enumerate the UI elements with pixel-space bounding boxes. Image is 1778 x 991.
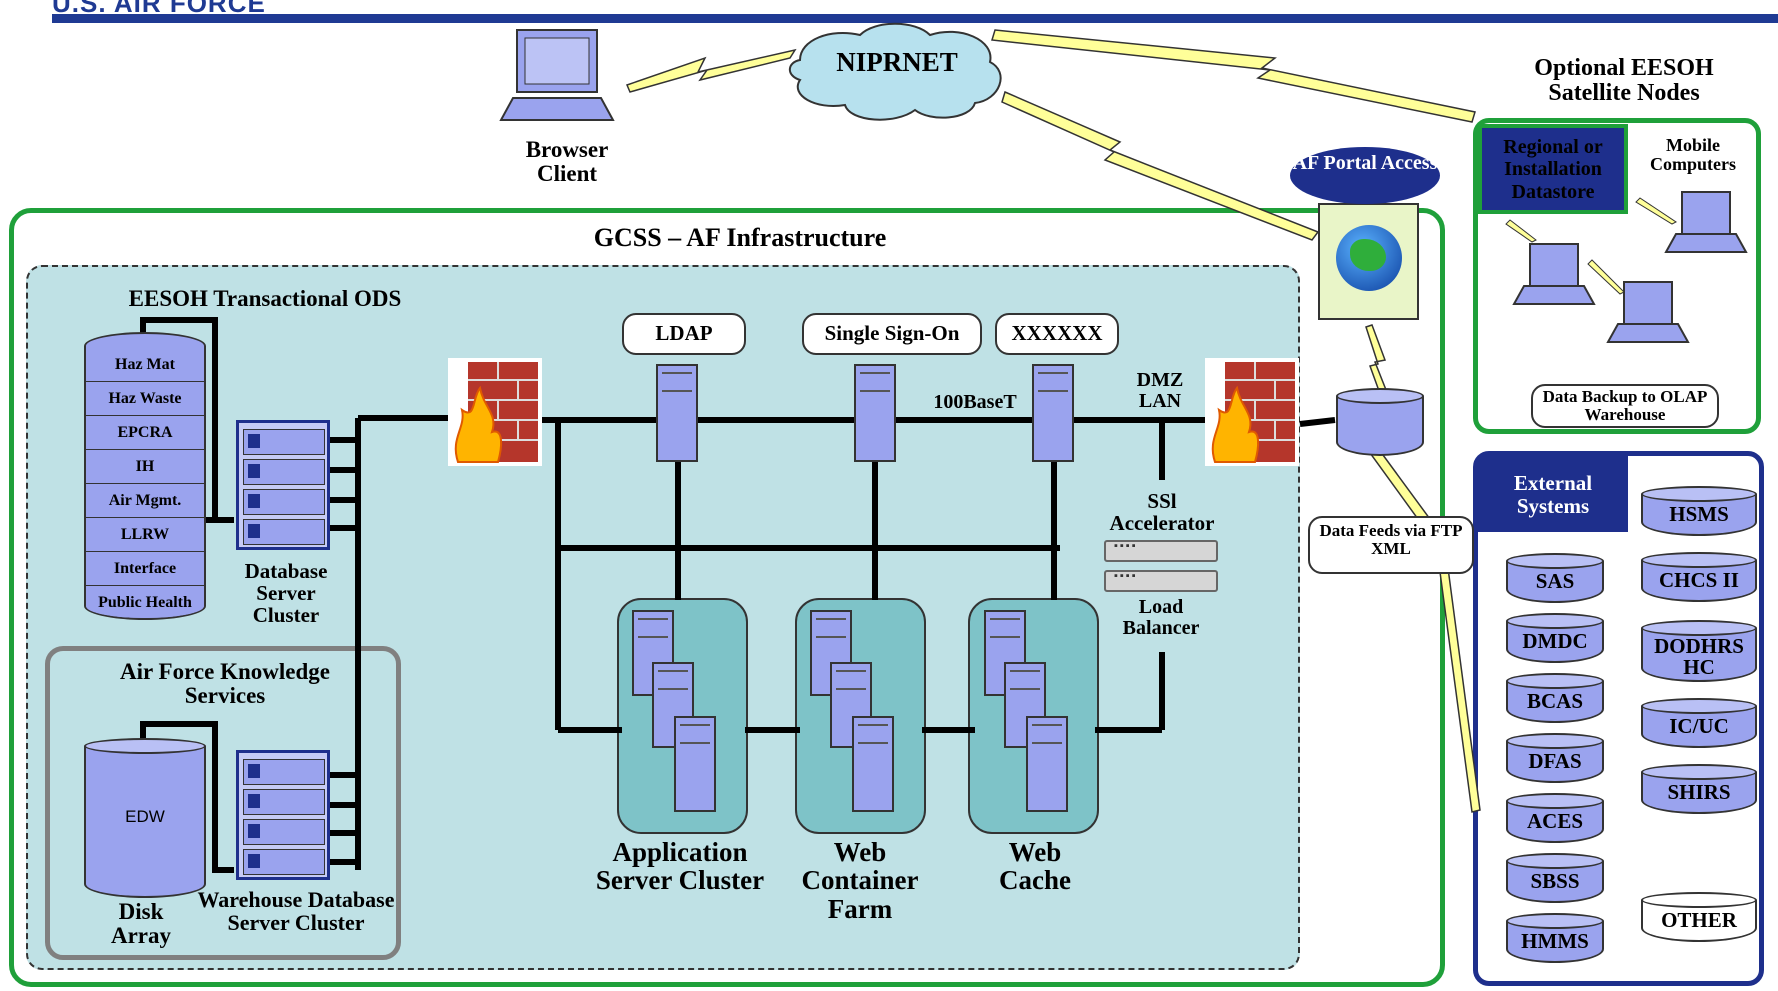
edw-label: EDW: [125, 807, 165, 826]
external-system-label: DFAS: [1528, 749, 1582, 773]
external-system-cylinder: SBSS: [1506, 853, 1604, 903]
eesoh-ods-title: EESOH Transactional ODS: [128, 286, 402, 311]
dmz-database-cylinder: [1336, 388, 1424, 456]
external-system-cylinder: OTHER: [1641, 892, 1757, 942]
satellite-nodes-frame: [1473, 118, 1761, 434]
web-container-server-icon: [852, 716, 894, 812]
external-system-cylinder: SHIRS: [1641, 764, 1757, 814]
regional-datastore-box: Regional or Installation Datastore: [1478, 124, 1628, 214]
external-system-label: HSMS: [1669, 502, 1729, 526]
dmz-lan-label: DMZ LAN: [1136, 369, 1184, 412]
web-container-farm-label: Web Container Farm: [801, 837, 919, 924]
external-system-cylinder: CHCS II: [1641, 552, 1757, 602]
external-system-label: BCAS: [1526, 689, 1584, 713]
external-system-cylinder: HMMS: [1506, 913, 1604, 963]
laptop-icon: [499, 29, 615, 121]
browser-client-label: Browser Client: [525, 137, 609, 187]
load-balancer-device: [1104, 570, 1218, 592]
ssl-accelerator-device: [1104, 540, 1218, 562]
external-systems-frame: [1473, 451, 1764, 986]
data-feeds-pill: Data Feeds via FTP XML: [1308, 516, 1474, 574]
external-system-cylinder: DMDC: [1506, 613, 1604, 663]
dmz-server-icon: [1032, 364, 1074, 462]
external-system-cylinder: BCAS: [1506, 673, 1604, 723]
external-system-cylinder: DODHRS HC: [1641, 620, 1757, 682]
sso-pill: Single Sign-On: [802, 313, 982, 355]
database-server-rack: [236, 420, 330, 550]
firewall-icon: [448, 358, 542, 466]
external-system-label: HMMS: [1521, 929, 1589, 953]
external-system-label: ACES: [1526, 809, 1584, 833]
external-system-cylinder: IC/UC: [1641, 698, 1757, 748]
external-system-label: IC/UC: [1669, 714, 1729, 738]
db-server-cluster-label: Database Server Cluster: [244, 559, 328, 628]
satellite-title: Optional EESOH Satellite Nodes: [1534, 55, 1714, 107]
mobile-computers-label: Mobile Computers: [1650, 135, 1736, 174]
external-system-label: CHCS II: [1659, 568, 1739, 592]
external-systems-header: External Systems: [1478, 456, 1628, 532]
ods-row: EPCRA: [86, 416, 204, 450]
ssl-accelerator-label: SSl Accelerator: [1109, 489, 1215, 536]
data-backup-pill: Data Backup to OLAP Warehouse: [1531, 384, 1719, 428]
disk-array-label: Disk Array: [110, 899, 172, 949]
edw-cylinder: EDW: [84, 738, 206, 898]
sso-server-icon: [854, 364, 896, 462]
gcss-title: GCSS – AF Infrastructure: [593, 223, 887, 252]
ods-row: IH: [86, 450, 204, 484]
external-system-cylinder: HSMS: [1641, 486, 1757, 536]
ldap-pill: LDAP: [622, 313, 746, 355]
app-server-icon: [674, 716, 716, 812]
globe-icon: [1336, 225, 1402, 291]
web-cache-label: Web Cache: [999, 837, 1071, 896]
ods-row: Interface: [86, 552, 204, 586]
external-system-label: OTHER: [1661, 908, 1737, 932]
app-server-cluster-label: Application Server Cluster: [595, 837, 765, 896]
mobile-laptops-icon: [1505, 191, 1748, 343]
external-system-cylinder: DFAS: [1506, 733, 1604, 783]
ods-row: Public Health: [86, 586, 204, 618]
ods-row: Haz Waste: [86, 382, 204, 416]
niprnet-cloud: [788, 22, 1002, 121]
regional-datastore-label: Regional or Installation Datastore: [1503, 136, 1603, 203]
brand-title: U.S. AIR FORCE: [52, 0, 266, 18]
header-rule: [52, 14, 1778, 23]
knowledge-services-frame: [45, 646, 401, 960]
ods-row: Haz Mat: [86, 348, 204, 382]
external-system-cylinder: ACES: [1506, 793, 1604, 843]
external-system-cylinder: SAS: [1506, 553, 1604, 603]
net-100baset-label: 100BaseT: [933, 391, 1017, 413]
niprnet-label: NIPRNET: [836, 47, 958, 77]
web-cache-server-icon: [1026, 716, 1068, 812]
firewall-icon: [1205, 358, 1299, 466]
load-balancer-label: Load Balancer: [1122, 596, 1200, 639]
warehouse-db-label: Warehouse Database Server Cluster: [197, 887, 395, 936]
ods-row: Air Mgmt.: [86, 484, 204, 518]
external-system-label: DODHRS HC: [1654, 634, 1744, 679]
knowledge-services-label: Air Force Knowledge Services: [120, 659, 330, 709]
xxxxxx-pill: XXXXXX: [995, 313, 1119, 355]
external-system-label: DMDC: [1522, 629, 1588, 653]
external-system-label: SAS: [1535, 569, 1575, 593]
gcss-infrastructure-frame: [9, 208, 1445, 987]
external-system-label: SHIRS: [1667, 780, 1731, 804]
af-portal-badge: AF Portal Access: [1290, 147, 1440, 204]
ldap-server-icon: [656, 364, 698, 462]
web-cache-server-icon: [1004, 662, 1046, 748]
warehouse-server-rack: [236, 750, 330, 880]
ods-row: LLRW: [86, 518, 204, 552]
external-system-label: SBSS: [1530, 869, 1580, 893]
